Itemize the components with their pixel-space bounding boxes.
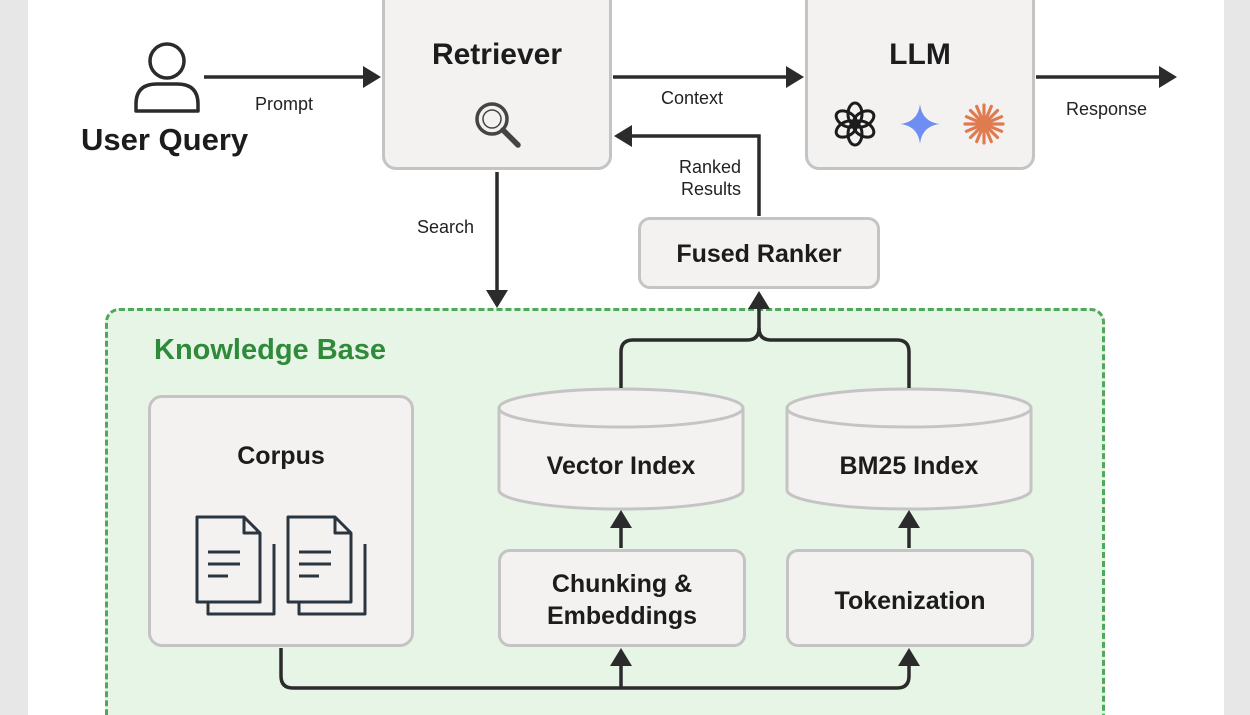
chunking-title-line1: Chunking & (551, 570, 693, 598)
user-query-label: User Query (81, 122, 249, 157)
retriever-node: Retriever (382, 0, 612, 170)
documents-icon (195, 515, 367, 616)
user-icon (134, 42, 200, 113)
response-label: Response (1066, 99, 1148, 119)
openai-logo-icon (834, 101, 876, 147)
llm-title: LLM (889, 38, 951, 71)
bm25-index-title: BM25 Index (839, 452, 979, 480)
corpus-title: Corpus (237, 442, 325, 470)
chunking-embeddings-node: Chunking & Embeddings (498, 549, 746, 647)
corpus-node: Corpus (148, 395, 414, 647)
search-label: Search (417, 217, 475, 237)
context-label: Context (661, 88, 724, 108)
tokenization-title: Tokenization (834, 587, 986, 615)
search-icon (475, 102, 521, 148)
retriever-title: Retriever (431, 38, 563, 71)
chunking-title-line2: Embeddings (546, 602, 697, 630)
fused-ranker-node: Fused Ranker (638, 217, 880, 289)
asterisk-burst-icon (963, 103, 1005, 145)
fused-ranker-title: Fused Ranker (676, 240, 842, 268)
ranked-results-label-line2: Results (681, 179, 742, 199)
knowledge-base-title: Knowledge Base (154, 334, 387, 366)
prompt-label: Prompt (255, 94, 314, 114)
sparkle-star-icon (900, 104, 940, 144)
vector-index-title: Vector Index (546, 452, 696, 480)
ranked-results-label-line1: Ranked (679, 157, 742, 177)
tokenization-node: Tokenization (786, 549, 1034, 647)
